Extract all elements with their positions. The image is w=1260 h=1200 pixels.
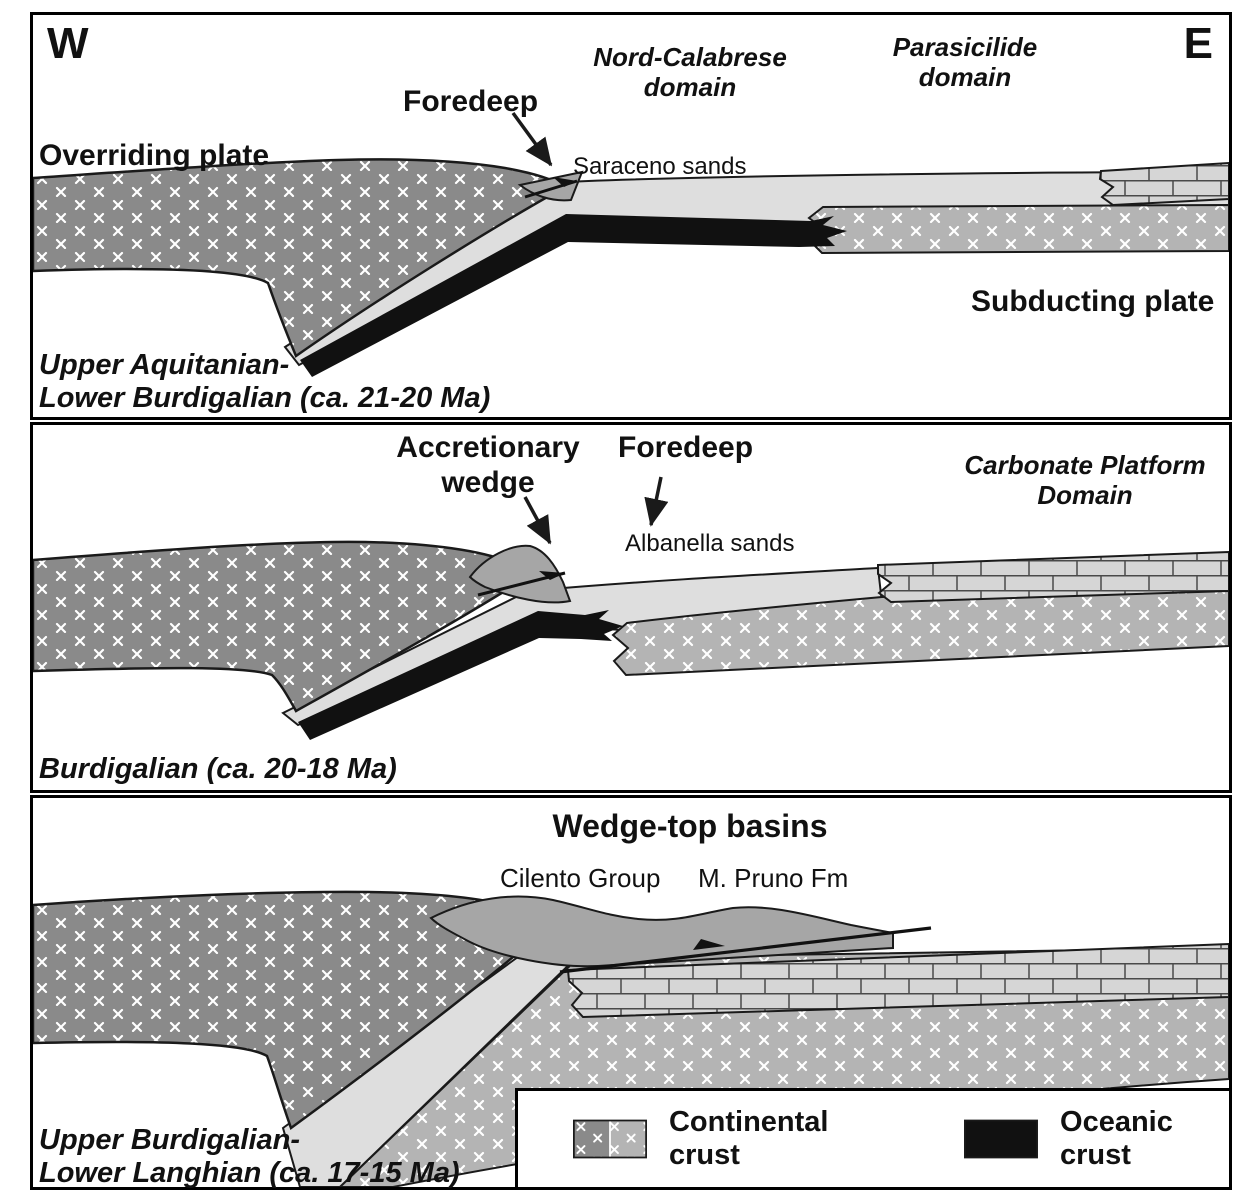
carbonate-platform-layer — [877, 550, 1229, 604]
carbonate-platform-block — [1098, 161, 1229, 207]
oceanic-crust-slab — [300, 214, 847, 377]
age-label-3: Upper Burdigalian- Lower Langhian (ca. 1… — [39, 1124, 460, 1191]
legend: Continental crust Oceanic crust — [515, 1088, 1232, 1190]
label-pruno-fm: M. Pruno Fm — [698, 863, 849, 893]
label-cilento-group: Cilento Group — [500, 863, 661, 893]
label-accretionary-wedge: Accretionary wedge — [358, 431, 618, 500]
label-saraceno-sands: Saraceno sands — [573, 153, 747, 180]
thrust-half-arrow — [693, 939, 725, 950]
carbonate-platform-layer — [566, 942, 1229, 1019]
label-foredeep-1: Foredeep — [403, 85, 539, 118]
age-label-2: Burdigalian (ca. 20-18 Ma) — [39, 753, 397, 785]
label-overriding-plate: Overriding plate — [39, 139, 270, 172]
compass-west: W — [47, 19, 89, 68]
sediment-layer — [281, 566, 884, 727]
label-subducting-plate: Subducting plate — [971, 285, 1215, 318]
age1-line2: Lower Burdigalian (ca. 21-20 Ma) — [39, 382, 491, 415]
overriding-plate-shape — [33, 158, 568, 358]
continental-crust-swatch — [573, 1119, 647, 1159]
accretionary-line1: Accretionary — [396, 431, 580, 464]
thrust-fault-line — [559, 926, 932, 974]
subducting-plate-shape — [807, 203, 1229, 255]
label-foredeep-2: Foredeep — [618, 431, 754, 464]
thrust-half-arrow — [553, 177, 577, 187]
foredeep-pointer-arrow — [511, 111, 553, 167]
accretionary-line2: wedge — [441, 465, 535, 499]
oceanic-crust-swatch — [964, 1119, 1039, 1159]
cross-section-1 — [33, 111, 1229, 377]
label-parasicilide-domain: Parasicilide domain — [825, 32, 1105, 93]
oceanic-crust-slab — [298, 610, 623, 740]
nord-calabrese-line1: Nord-Calabrese — [593, 42, 787, 72]
accretionary-wedge-shape — [468, 544, 572, 604]
subducting-plate-shape — [611, 586, 1229, 677]
panel-burdigalian: Accretionary wedge Foredeep Albanella sa… — [30, 422, 1232, 793]
carbonate-line2: Domain — [1037, 479, 1133, 510]
thrust-half-arrow — [539, 571, 565, 580]
legend-oceanic-label: Oceanic crust — [1060, 1106, 1173, 1171]
age-label-1: Upper Aquitanian- Lower Burdigalian (ca.… — [39, 349, 490, 416]
legend-continental-label: Continental crust — [668, 1106, 829, 1171]
label-nord-calabrese-domain: Nord-Calabrese domain — [550, 42, 830, 103]
age3-line1: Upper Burdigalian- — [39, 1124, 301, 1156]
cross-section-2 — [33, 476, 1229, 740]
age3-line2: Lower Langhian (ca. 17-15 Ma) — [39, 1157, 460, 1190]
wedge-top-basin-fill — [429, 895, 894, 968]
label-albanella-sands: Albanella sands — [625, 530, 795, 557]
accretionary-pointer-arrow — [523, 496, 552, 545]
parasicilide-line1: Parasicilide — [892, 32, 1038, 62]
age1-line1: Upper Aquitanian- — [39, 349, 290, 381]
nord-calabrese-line2: domain — [643, 71, 737, 102]
compass-east: E — [1183, 19, 1213, 68]
panel-upper-aquitanian: W E Nord-Calabrese domain Parasicilide d… — [30, 12, 1232, 420]
carbonate-line1: Carbonate Platform — [964, 450, 1206, 480]
label-wedge-top-basins: Wedge-top basins — [552, 808, 828, 844]
parasicilide-line2: domain — [918, 61, 1012, 92]
panel-upper-burdigalian: Wedge-top basins Cilento Group M. Pruno … — [30, 795, 1232, 1190]
label-carbonate-platform-domain: Carbonate Platform Domain — [925, 450, 1245, 511]
foredeep-pointer-arrow — [644, 476, 669, 527]
